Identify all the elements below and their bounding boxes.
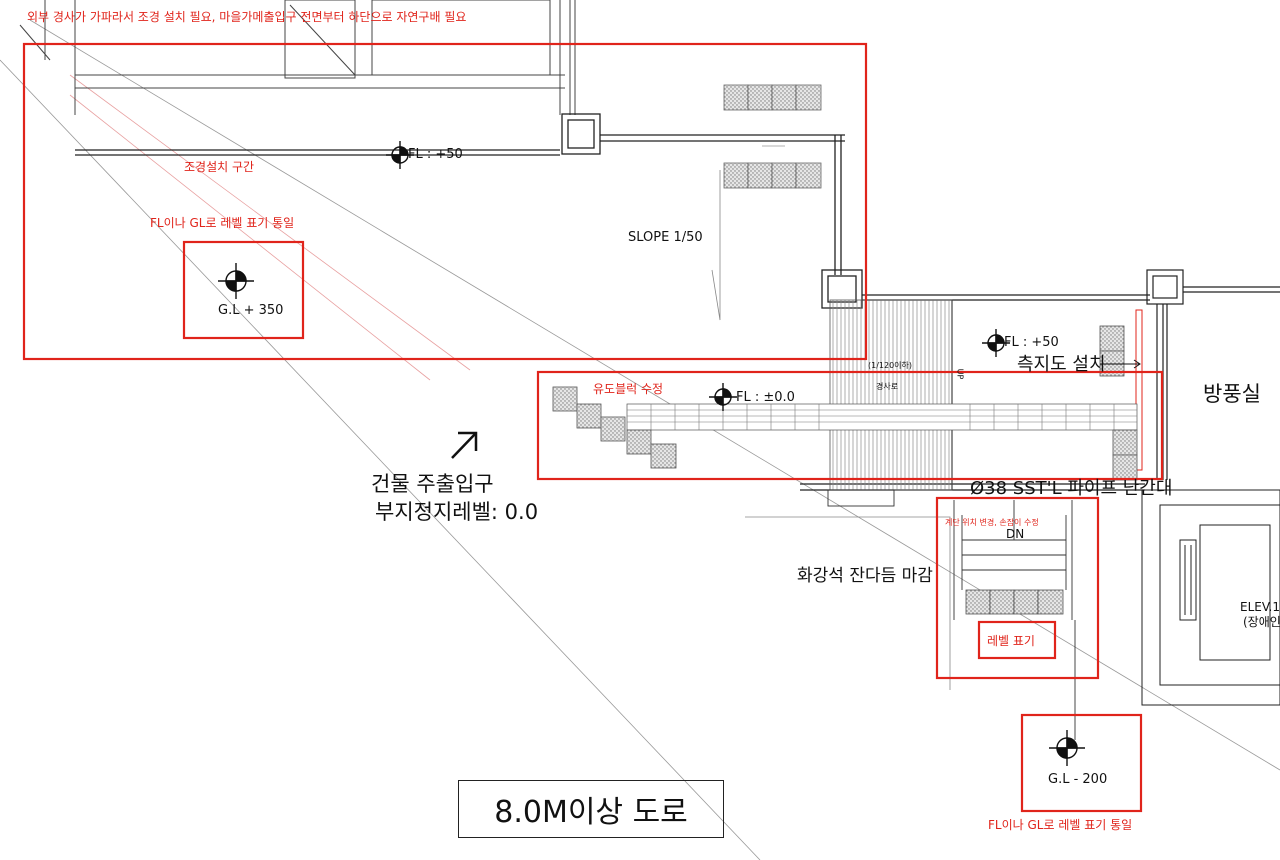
guide-block-note: 유도블럭 수정 <box>593 382 664 396</box>
elevator-shaft <box>1141 489 1280 706</box>
drain-device-label: 측지도 설치 <box>1017 354 1106 375</box>
up-label: UP <box>955 368 965 380</box>
markup-level-mark <box>977 620 1057 660</box>
level-symbol-fl50 <box>982 329 1010 357</box>
level-mark-note: 레벨 표기 <box>987 634 1035 648</box>
ramp-hatch <box>829 299 953 491</box>
markup-gl200 <box>1020 713 1143 813</box>
fl-50-label: FL : +50 <box>1004 335 1059 350</box>
main-entrance-label: 건물 주출입구 <box>371 472 494 496</box>
wall-lshape <box>75 113 863 309</box>
tactile-guide-blocks <box>626 403 1138 431</box>
upper-structure <box>19 0 576 115</box>
level-symbol-gl350 <box>218 263 254 299</box>
slope-label: SLOPE 1/50 <box>628 230 703 245</box>
unify-level-note-2: FL이나 GL로 레벨 표기 통일 <box>988 818 1133 832</box>
site-boundary-lines <box>0 19 1280 860</box>
stair-note: 계단 위치 변경, 손잡이 수정 <box>945 518 1039 527</box>
top-note: 외부 경사가 가파라서 조경 설치 필요, 마을가메출입구 전면부터 하단으로 … <box>27 10 467 24</box>
stairs <box>827 489 1076 740</box>
markup-boxes <box>22 42 1164 813</box>
handrail-label: Ø38 SST'L 파이프 난간대 <box>970 478 1173 499</box>
road-label: 8.0M이상 도로 <box>494 795 688 830</box>
dn-label: DN <box>1006 527 1025 541</box>
landscape-zone-note: 조경설치 구간 <box>184 160 255 174</box>
elev-sub-label: (장애인 <box>1243 615 1280 629</box>
ramp-label: 경사로 <box>876 382 899 391</box>
ramp-slope-label: (1/120이하) <box>868 361 913 370</box>
fl-00-label: FL : ±0.0 <box>736 390 795 405</box>
level-symbols <box>218 141 1085 766</box>
fl-150-label: FL : +50 <box>408 147 463 162</box>
markup-landscape-zone <box>22 42 868 361</box>
level-symbol-fl150 <box>386 141 414 169</box>
level-symbol-gl200 <box>1049 730 1085 766</box>
gl-200-label: G.L - 200 <box>1048 772 1108 787</box>
storm-room-label: 방풍실 <box>1203 382 1261 406</box>
granite-label: 화강석 잔다듬 마감 <box>797 566 933 586</box>
markup-guide-block <box>536 370 1164 481</box>
entrance-arrow-icon <box>451 431 478 459</box>
elev-label: ELEV.1 <box>1240 600 1280 614</box>
level-symbol-fl00 <box>709 383 737 411</box>
unify-level-note-1: FL이나 GL로 레벨 표기 통일 <box>150 216 295 230</box>
markup-gl350 <box>182 240 305 340</box>
paving-blocks-upper <box>723 84 822 189</box>
road-label-box: 8.0M이상 도로 <box>458 780 724 838</box>
markup-stair <box>935 496 1100 680</box>
site-level-label: 부지정지레벨: 0.0 <box>375 500 539 524</box>
gl-350-label: G.L + 350 <box>218 303 284 318</box>
